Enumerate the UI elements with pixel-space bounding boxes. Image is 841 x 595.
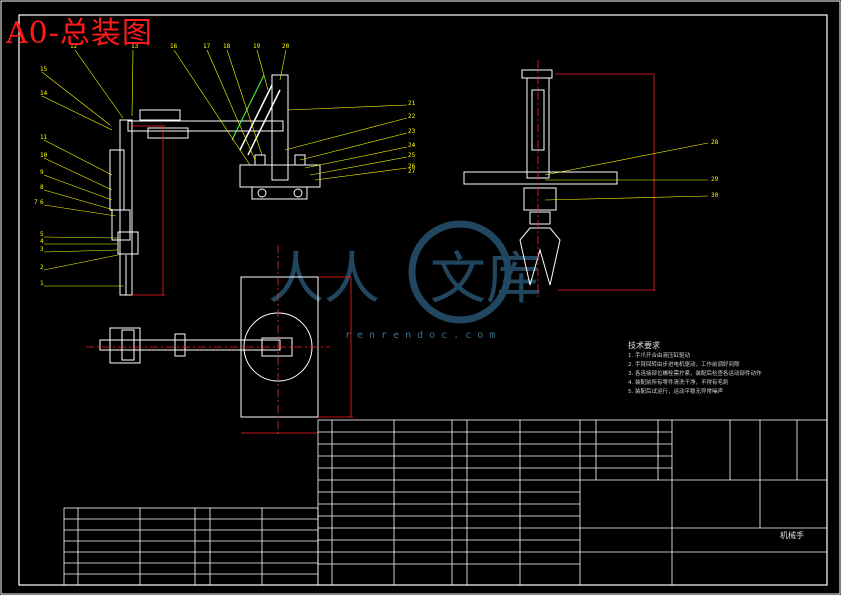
leader-lines-front xyxy=(41,49,408,287)
callout-label: 26 xyxy=(408,163,416,170)
tech-requirement-item: 3. 各连接部位螺栓需拧紧，装配后检查各运动部件动作 xyxy=(628,371,762,377)
callout-label: 30 xyxy=(711,192,719,199)
watermark-logo: 人人 文库 xyxy=(268,220,542,324)
tech-requirement-item: 1. 手爪开合由液压缸驱动 xyxy=(628,353,690,359)
project-title: 机械手 xyxy=(780,531,804,540)
tech-requirements-title: 技术要求 xyxy=(628,341,660,350)
watermark-text: renrendoc.com xyxy=(345,330,502,341)
callout-label: 7 xyxy=(34,199,38,206)
callout-label: 13 xyxy=(131,43,139,50)
callout-label: 6 xyxy=(40,199,44,206)
front-dimensions xyxy=(132,125,165,296)
callout-label: 3 xyxy=(40,246,44,253)
callout-label: 21 xyxy=(408,100,416,107)
callout-label: 2 xyxy=(40,264,44,271)
callout-label: 29 xyxy=(711,176,719,183)
callout-label: 9 xyxy=(40,169,44,176)
callout-label: 19 xyxy=(253,43,261,50)
tech-requirements-list: 1. 手爪开合由液压缸驱动 2. 手臂回转由步进电机驱动，工作前调好间隙 3. … xyxy=(628,352,762,397)
callout-label: 15 xyxy=(40,66,48,73)
top-dimensions xyxy=(86,245,353,435)
svg-text:文库: 文库 xyxy=(430,247,542,312)
callout-label: 12 xyxy=(70,43,78,50)
callout-label: 8 xyxy=(40,184,44,191)
side-dimensions xyxy=(537,60,656,300)
callout-label: 4 xyxy=(40,238,44,245)
leader-lines-side xyxy=(544,142,709,201)
svg-text:人人: 人人 xyxy=(268,247,380,312)
tech-requirement-item: 4. 装配前所有零件清洗干净，不得有毛刺 xyxy=(628,380,729,386)
callout-label: 16 xyxy=(170,43,178,50)
callout-label: 20 xyxy=(282,43,290,50)
callout-label: 11 xyxy=(40,134,48,141)
drawing-title: A0-总装图 xyxy=(6,16,153,51)
tech-requirement-item: 2. 手臂回转由步进电机驱动，工作前调好间隙 xyxy=(628,362,740,368)
callout-label: 17 xyxy=(203,43,211,50)
callout-label: 18 xyxy=(223,43,231,50)
callout-label: 5 xyxy=(40,231,44,238)
callout-label: 10 xyxy=(40,152,48,159)
callout-label: 28 xyxy=(711,139,719,146)
callout-label: 27 xyxy=(408,168,416,175)
front-view xyxy=(109,74,321,296)
callout-label: 14 xyxy=(40,90,48,97)
bom-table-left xyxy=(63,507,319,586)
callout-label: 22 xyxy=(408,113,416,120)
callout-label: 24 xyxy=(408,142,416,149)
callout-label: 23 xyxy=(408,128,416,135)
callout-label: 25 xyxy=(408,152,416,159)
tech-requirement-item: 5. 装配后试运行，运动平稳无异常噪声 xyxy=(628,389,723,395)
callout-label: 1 xyxy=(40,280,44,287)
bom-table-right xyxy=(317,419,828,586)
